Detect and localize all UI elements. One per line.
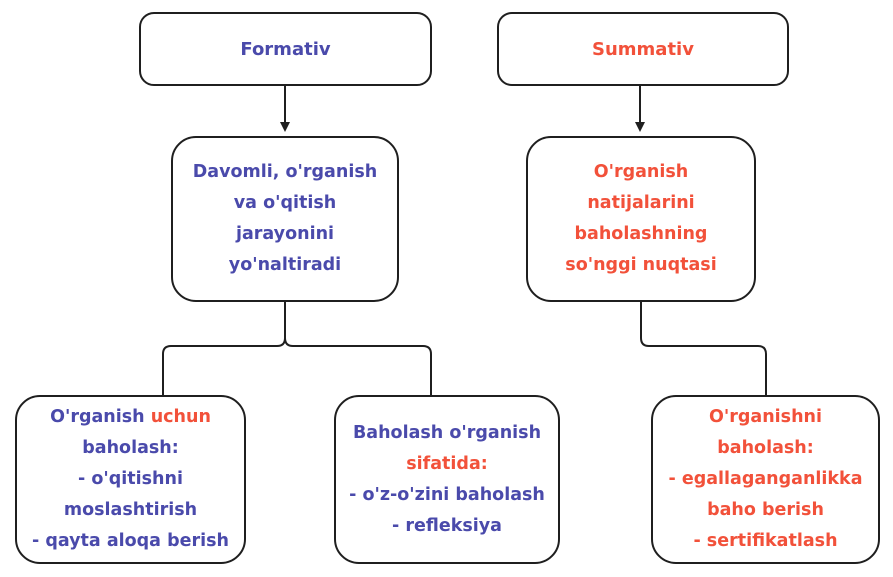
summativ-header-label: Summativ [592, 38, 694, 60]
assessment-of-learning-line: O'rganishni [709, 407, 822, 427]
formativ-header-box: Formativ [139, 12, 432, 86]
summativ-description-box: O'rganish natijalarini baholashning so'n… [526, 136, 756, 302]
formativ-description-line: jarayonini [235, 224, 335, 244]
assessment-as-learning-box: Baholash o'rganish sifatida: - o'z-o'zin… [334, 395, 560, 564]
assessment-for-learning-prefix: O'rganish [50, 407, 151, 427]
assessment-of-learning-box: O'rganishni baholash: - egallaganganlikk… [651, 395, 880, 564]
summativ-header-box: Summativ [497, 12, 789, 86]
assessment-of-learning-line: - egallaganganlikka [668, 469, 863, 489]
assessment-for-learning-highlight: uchun [150, 407, 211, 427]
formativ-description-line: va o'qitish [233, 193, 337, 213]
formativ-description-line: yo'naltiradi [228, 255, 342, 275]
connector-formativ-split [162, 302, 432, 395]
assessment-for-learning-line: - qayta aloqa berish [32, 531, 229, 551]
assessment-for-learning-title: O'rganish uchun [50, 402, 211, 433]
summativ-description-line: natijalarini [587, 193, 695, 213]
summativ-description-line: so'nggi nuqtasi [565, 255, 717, 275]
assessment-for-learning-box: O'rganish uchun baholash: - o'qitishni m… [15, 395, 246, 564]
assessment-of-learning-line: baholash: [717, 438, 814, 458]
assessment-of-learning-line: - sertifikatlash [693, 531, 838, 551]
assessment-as-learning-line: - refleksiya [392, 515, 502, 536]
assessment-for-learning-line: moslashtirish [63, 500, 198, 520]
formativ-header-label: Formativ [240, 38, 331, 60]
assessment-for-learning-line: - o'qitishni [78, 469, 183, 489]
assessment-as-learning-line: - o'z-o'zini baholash [349, 484, 545, 505]
assessment-as-learning-highlight: sifatida: [406, 453, 488, 474]
assessment-for-learning-line: baholash: [82, 438, 179, 458]
connector-summativ-split [640, 302, 767, 395]
summativ-description-line: O'rganish [593, 162, 689, 182]
formativ-description-box: Davomli, o'rganish va o'qitish jarayonin… [171, 136, 399, 302]
assessment-as-learning-title: Baholash o'rganish [352, 422, 542, 443]
summativ-description-line: baholashning [574, 224, 708, 244]
assessment-of-learning-line: baho berish [707, 500, 824, 520]
formativ-description-line: Davomli, o'rganish [192, 162, 378, 182]
